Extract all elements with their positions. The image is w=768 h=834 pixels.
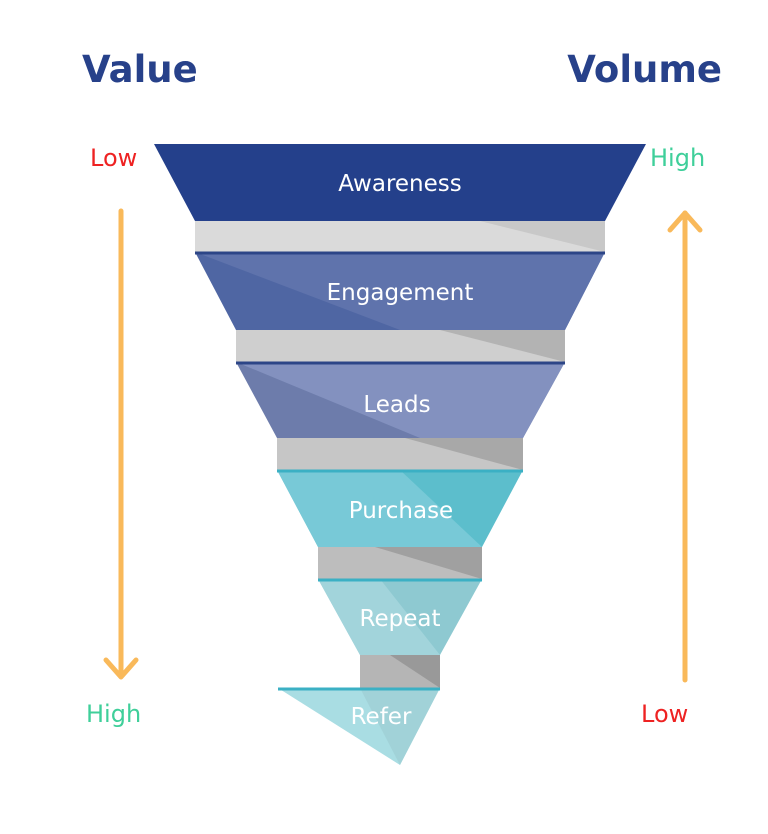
value-high-label: High bbox=[86, 700, 142, 728]
stage-band-refer-shade bbox=[360, 688, 440, 765]
value-heading: Value bbox=[82, 48, 198, 91]
stage-label-engagement: Engagement bbox=[327, 280, 474, 306]
funnel-shadow bbox=[236, 330, 565, 362]
stage-band-engagement-highlight bbox=[195, 252, 605, 330]
stage-band-purchase-highlight bbox=[277, 470, 482, 547]
volume-up-arrow-icon bbox=[667, 210, 703, 683]
stage-band-repeat-highlight bbox=[318, 579, 440, 655]
volume-high-label: High bbox=[650, 144, 706, 172]
value-down-arrow-icon bbox=[103, 208, 139, 680]
volume-low-label: Low bbox=[641, 700, 689, 728]
stage-label-leads: Leads bbox=[363, 392, 430, 418]
stage-label-refer: Refer bbox=[351, 704, 412, 730]
value-low-label: Low bbox=[90, 144, 138, 172]
stage-label-repeat: Repeat bbox=[360, 606, 441, 632]
funnel-shadow bbox=[360, 655, 440, 688]
funnel-shadow bbox=[195, 221, 605, 252]
funnel-shadow bbox=[318, 547, 482, 579]
stage-label-purchase: Purchase bbox=[349, 498, 453, 524]
volume-heading: Volume bbox=[567, 48, 722, 91]
funnel-shadow bbox=[277, 438, 523, 470]
stage-band-awareness bbox=[154, 144, 646, 221]
stage-label-awareness: Awareness bbox=[338, 171, 462, 197]
funnel-shadows bbox=[195, 221, 605, 688]
stage-band-leads-highlight bbox=[236, 362, 565, 438]
